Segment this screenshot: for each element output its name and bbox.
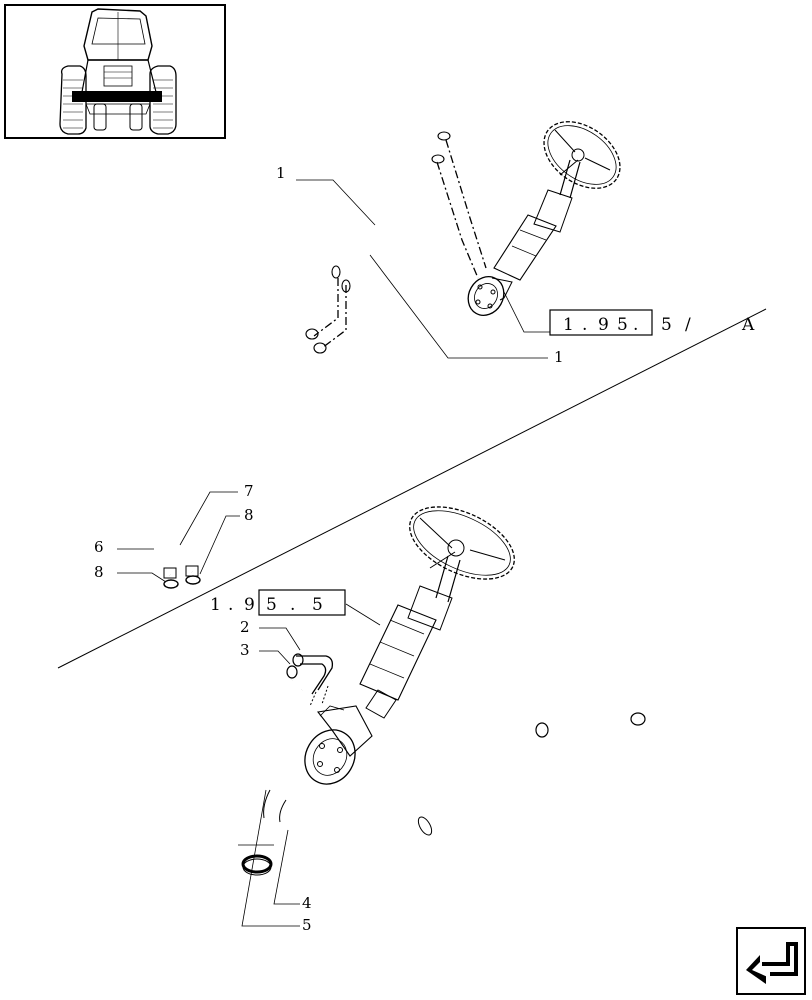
callout-8: 8: [244, 506, 254, 524]
leader-line: [259, 650, 291, 665]
tractor-thumbnail[interactable]: [4, 4, 226, 139]
ref-char: .: [633, 315, 638, 335]
ref-char: 5: [266, 595, 277, 615]
connection-line: [321, 285, 347, 349]
upper-steering-column: [467, 121, 621, 316]
leader-line: [345, 603, 381, 626]
ref-separator: /: [685, 315, 691, 335]
ref-link-lower[interactable]: 1 . 9 5 . 5: [210, 589, 346, 616]
tractor-front-view-icon: [59, 8, 177, 135]
ref-char: 1: [210, 595, 221, 615]
leader-line: [369, 254, 548, 359]
ref-char: 9: [244, 595, 255, 615]
ref-char: .: [228, 595, 233, 615]
ref-char: 9: [598, 315, 609, 335]
callout-8: 8: [94, 563, 104, 581]
ref-char: .: [582, 315, 587, 335]
callout-2: 2: [240, 618, 250, 636]
next-page-arrow-icon: [746, 942, 798, 984]
ref-link-upper[interactable]: 1 . 9 5 . 5 / A: [549, 309, 755, 336]
leader-line: [179, 491, 238, 546]
leader-line: [273, 829, 300, 905]
callout-3: 3: [240, 641, 250, 659]
callout-1: 1: [276, 164, 286, 182]
hose-item-6-7[interactable]: [149, 328, 327, 579]
leader-line: [117, 572, 167, 583]
o-ring-item-8[interactable]: [163, 575, 201, 589]
clamp-item-5[interactable]: [241, 854, 273, 876]
hose-item-4[interactable]: [263, 678, 646, 847]
ref-page: A: [741, 315, 755, 335]
connection-line: [309, 691, 317, 707]
fitting-item-2-3[interactable]: [286, 653, 334, 695]
leader-line: [199, 515, 240, 575]
next-page-button[interactable]: [736, 927, 806, 995]
ref-char: 5: [661, 315, 672, 335]
ref-char: 5: [312, 595, 323, 615]
connection-line: [445, 139, 487, 269]
leader-line: [259, 627, 301, 651]
ref-char: 1: [563, 315, 574, 335]
connection-line: [436, 161, 479, 279]
leader-line: [503, 291, 550, 333]
hose-item-1[interactable]: [331, 131, 451, 293]
section-divider: [57, 308, 767, 669]
callout-1: 1: [554, 348, 564, 366]
connection-line: [313, 278, 339, 337]
callout-4: 4: [302, 894, 312, 912]
leader-line: [241, 789, 300, 927]
lower-steering-column: [304, 506, 515, 785]
callout-5: 5: [302, 916, 312, 934]
ref-char: .: [290, 595, 295, 615]
leader-line: [296, 179, 376, 226]
connection-line: [321, 685, 329, 705]
ref-char: 5: [617, 315, 628, 335]
callout-6: 6: [94, 538, 104, 556]
callout-7: 7: [244, 482, 254, 500]
